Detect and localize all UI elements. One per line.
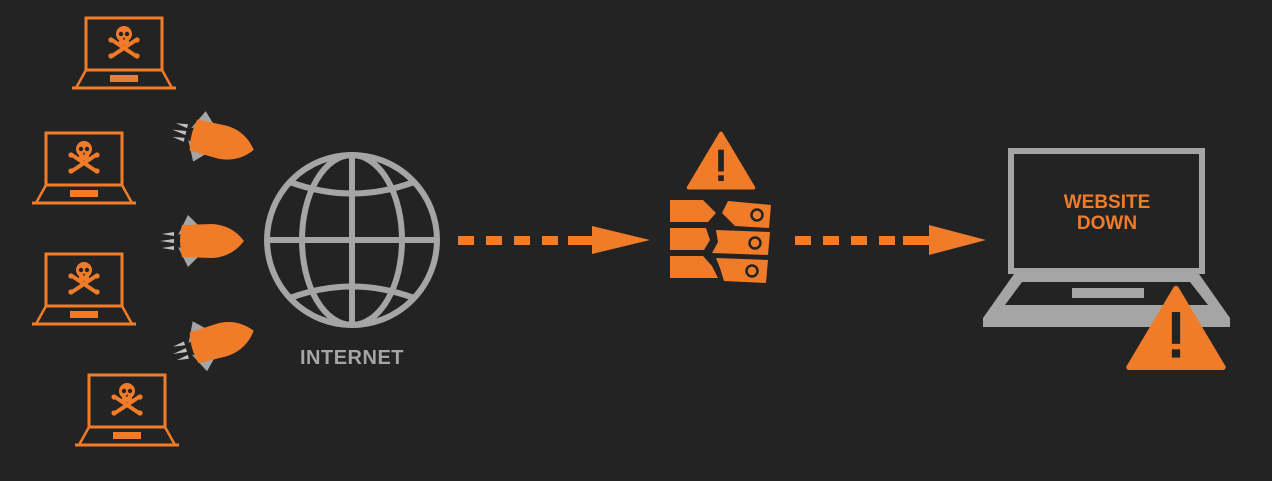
rocket-icon bbox=[160, 215, 244, 267]
rocket-icon bbox=[165, 104, 261, 176]
website-down-label: WEBSITE DOWN bbox=[1030, 192, 1184, 234]
website-down-line-2: DOWN bbox=[1076, 213, 1138, 234]
attacker-laptop-3 bbox=[32, 254, 136, 324]
warning-triangle-icon bbox=[1120, 289, 1232, 377]
arrow-server-to-website bbox=[795, 225, 986, 255]
attacker-laptop-4 bbox=[75, 375, 179, 445]
globe-icon bbox=[264, 152, 440, 328]
website-down-line-1: WEBSITE bbox=[1063, 192, 1151, 213]
rocket-icon bbox=[165, 305, 261, 379]
broken-server-icon bbox=[670, 200, 771, 283]
arrow-globe-to-server bbox=[458, 226, 650, 254]
attacker-laptop-1 bbox=[72, 18, 176, 88]
warning-triangle-icon bbox=[686, 131, 756, 190]
internet-label: INTERNET bbox=[300, 347, 404, 369]
laptop-icon bbox=[983, 148, 1230, 327]
attacker-laptop-2 bbox=[32, 133, 136, 203]
